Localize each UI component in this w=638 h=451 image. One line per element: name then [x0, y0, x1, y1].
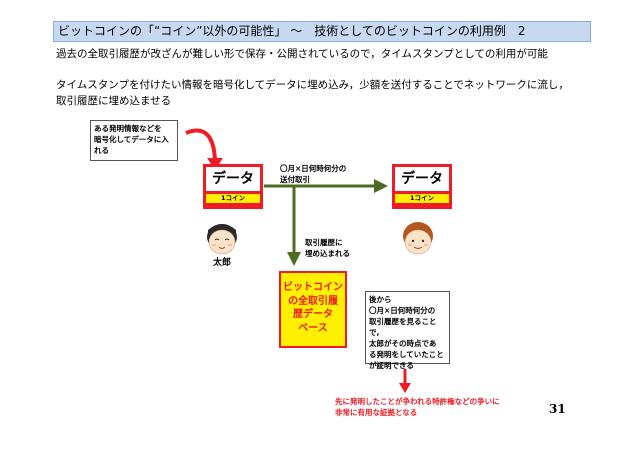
receiver-coin-label: 1コイン — [395, 194, 449, 203]
later-note-line: が証明できる — [369, 361, 414, 370]
transfer-arrowhead — [374, 179, 388, 193]
embed-label: 取引履歴に 埋め込まれる — [305, 237, 350, 259]
later-note-line: 後から — [369, 295, 392, 304]
ledger-line: 歴データ — [293, 309, 333, 320]
page-number: 31 — [549, 402, 566, 416]
ledger-line: ビットコイン — [283, 282, 343, 293]
taro-avatar — [207, 224, 237, 255]
encrypt-note-line: れる — [94, 146, 109, 155]
embed-label-line: 埋め込まれる — [305, 249, 350, 258]
conclusion-note: 先に発明したことが争われる特許権などの争いに 非常に有用な証拠となる — [335, 396, 500, 418]
embed-arrowhead — [287, 252, 301, 266]
blockchain-ledger: ビットコイン の全取引履 歴データ ベース — [279, 271, 347, 348]
later-note-line: る発明をしていたこと — [369, 350, 444, 359]
encrypt-arrow — [185, 128, 217, 161]
sender-data-label: データ — [206, 167, 260, 191]
receiver-data-card: データ 1コイン — [392, 164, 452, 209]
encrypt-note-line: 暗号化してデータに入 — [94, 135, 169, 144]
ledger-line: ベース — [298, 322, 328, 334]
sender-coin-label: 1コイン — [206, 194, 260, 203]
sender-name: 太郎 — [213, 258, 232, 268]
encrypt-note: ある発明情報などを 暗号化してデータに入 れる — [90, 120, 178, 161]
transfer-label: 〇月×日何時何分の 送付取引 — [280, 163, 346, 185]
conclusion-line: 先に発明したことが争われる特許権などの争いに — [335, 397, 500, 406]
intro-text: 過去の全取引履歴が改ざんが難しい形で保存・公開されているので，タイムスタンプとし… — [56, 48, 548, 60]
embed-label-line: 取引履歴に — [305, 238, 343, 247]
transfer-label-line: 送付取引 — [280, 175, 310, 184]
transfer-label-line: 〇月×日何時何分の — [280, 164, 347, 173]
description-line-2: 取引履歴に埋め込ませる — [56, 95, 172, 107]
ledger-line: の全取引履 — [288, 295, 338, 307]
receiver-avatar — [403, 222, 433, 255]
description-line-1: タイムスタンプを付けたい情報を暗号化してデータに埋め込み，少額を送付することでネ… — [56, 79, 569, 91]
receiver-data-label: データ — [395, 167, 449, 191]
later-note-line: 取引履歴を見ることで, — [369, 317, 437, 337]
slide-title: ビットコインの「“コイン”以外の可能性」 ～ 技術としてのビットコインの利用例 … — [53, 21, 591, 42]
encrypt-note-line: ある発明情報などを — [94, 124, 162, 133]
later-note-line: 太郎がその時点であ — [369, 339, 437, 348]
conclusion-arrowhead — [399, 383, 411, 393]
conclusion-line: 非常に有用な証拠となる — [335, 408, 418, 417]
later-note-line: 〇月×日何時何分の — [369, 306, 436, 315]
sender-data-card: データ 1コイン — [203, 164, 263, 209]
later-proof-note: 後から 〇月×日何時何分の 取引履歴を見ることで, 太郎がその時点であ る発明を… — [365, 291, 450, 370]
